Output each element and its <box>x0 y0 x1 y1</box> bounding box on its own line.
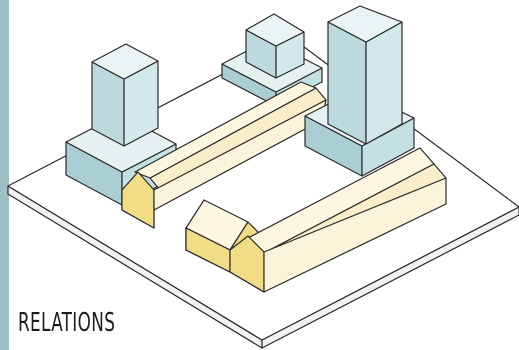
building-row-diagonal <box>121 81 327 229</box>
building-row-front <box>185 147 447 293</box>
diagram-caption: RELATIONS <box>18 308 116 338</box>
tower-back-right <box>304 5 415 177</box>
left-accent-bar <box>0 0 9 350</box>
